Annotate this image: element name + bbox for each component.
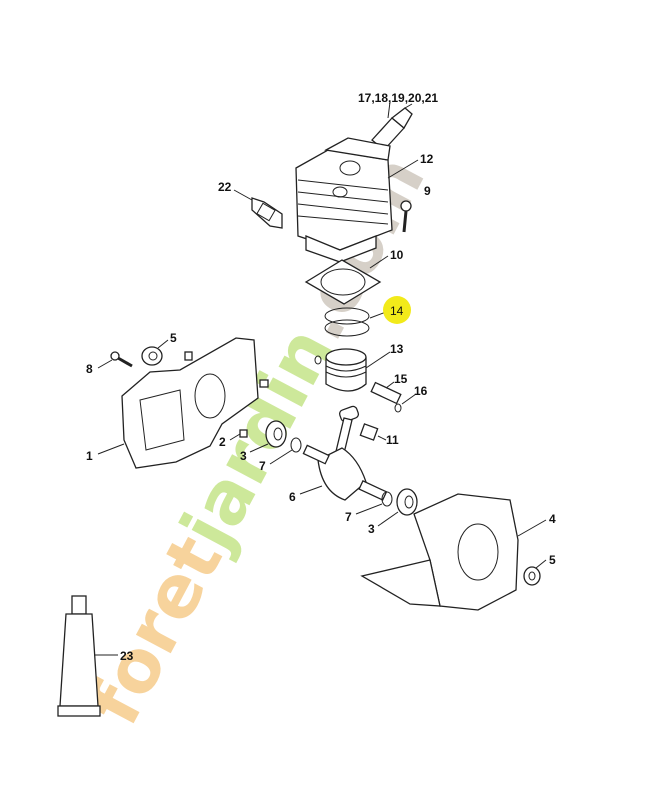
label-piston-pin[interactable]: 15 <box>394 372 408 386</box>
cylinder-gasket <box>304 259 382 305</box>
crankcase-left <box>121 337 259 469</box>
bearing-left <box>265 420 287 448</box>
label-dowel-pin[interactable]: 2 <box>219 435 226 449</box>
oil-seal-right <box>523 566 541 586</box>
grease-tube <box>57 595 101 717</box>
label-bearing-left[interactable]: 3 <box>240 449 247 463</box>
label-screw-9[interactable]: 9 <box>424 184 431 198</box>
label-piston-rings[interactable]: 14 <box>390 304 404 318</box>
label-needle-cage[interactable]: 11 <box>386 433 399 447</box>
dowel-mid <box>259 379 269 388</box>
label-crankshaft[interactable]: 6 <box>289 490 296 504</box>
label-o-ring-right[interactable]: 7 <box>345 510 352 524</box>
oil-seal-left <box>141 346 163 366</box>
o-ring-left <box>290 437 302 453</box>
label-grease-tube[interactable]: 23 <box>120 649 134 663</box>
dowel-pin <box>239 429 248 438</box>
label-spark-plug[interactable]: 17,18,19,20,21 <box>358 91 438 105</box>
label-crankcase-left[interactable]: 1 <box>86 449 93 463</box>
spark-plug <box>371 103 413 151</box>
screw-8 <box>110 351 133 368</box>
exhaust-gasket <box>251 197 283 229</box>
piston-rings <box>324 307 370 337</box>
label-exhaust-gasket[interactable]: 22 <box>218 180 232 194</box>
label-piston[interactable]: 13 <box>390 342 404 356</box>
label-cylinder-gasket[interactable]: 10 <box>390 248 404 262</box>
label-screw-8[interactable]: 8 <box>86 362 93 376</box>
cylinder <box>295 137 393 263</box>
label-crankcase-right[interactable]: 4 <box>549 512 556 526</box>
o-ring-right <box>381 491 393 507</box>
label-o-ring-left[interactable]: 7 <box>259 459 266 473</box>
screw-9 <box>400 200 412 233</box>
piston-pin <box>370 381 402 405</box>
bearing-right <box>396 488 418 516</box>
dowel-top <box>184 351 193 361</box>
label-oil-seal-left[interactable]: 5 <box>170 331 177 345</box>
label-bearing-right[interactable]: 3 <box>368 522 375 536</box>
leader-lines <box>94 101 547 656</box>
label-cylinder[interactable]: 12 <box>420 152 434 166</box>
piston <box>314 348 367 392</box>
label-oil-seal-right[interactable]: 5 <box>549 553 556 567</box>
crankcase-right <box>360 493 519 611</box>
circlip <box>394 403 402 413</box>
highlight-marker <box>383 296 411 324</box>
crankshaft <box>302 405 388 501</box>
label-circlip[interactable]: 16 <box>414 384 428 398</box>
needle-cage <box>359 423 379 441</box>
